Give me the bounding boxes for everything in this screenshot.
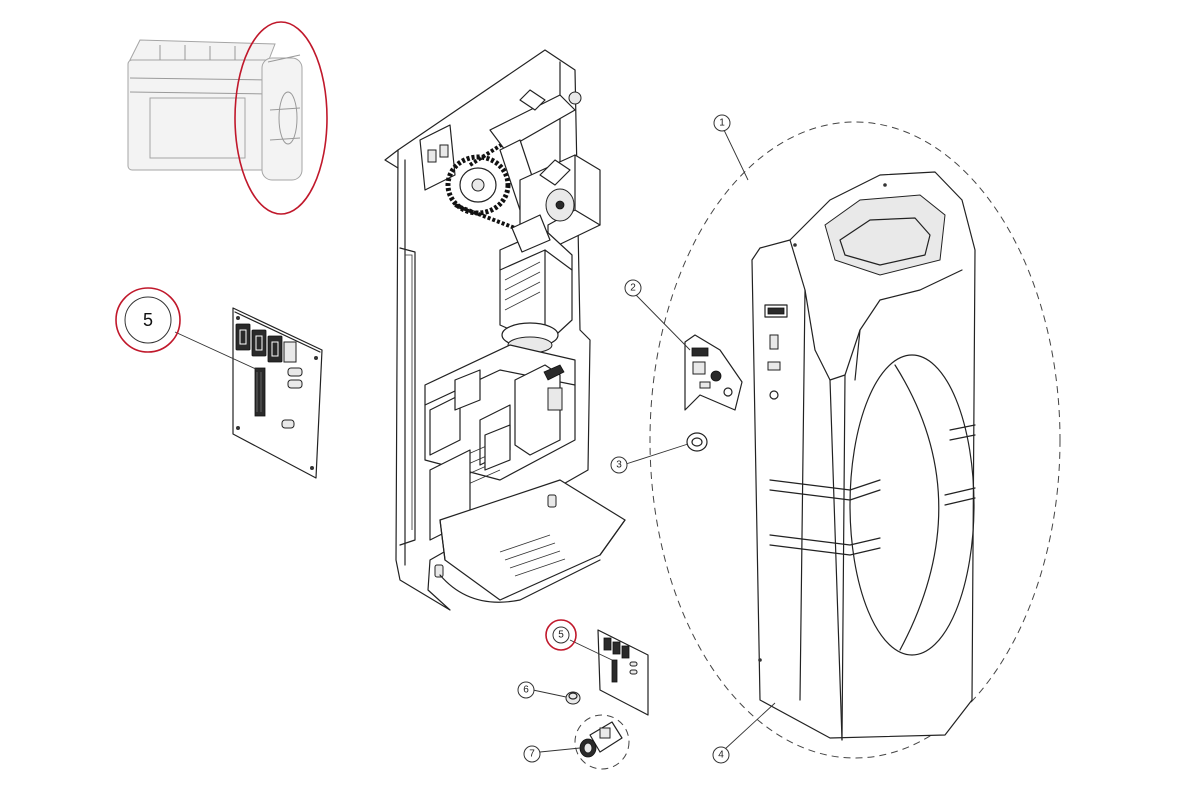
gate-thumbnail bbox=[127, 39, 303, 181]
callout-3-label: 3 bbox=[616, 460, 622, 471]
callout-6-label: 6 bbox=[523, 685, 529, 696]
callout-4: 4 bbox=[712, 746, 730, 764]
leader-6 bbox=[532, 689, 567, 698]
leader-4 bbox=[723, 702, 776, 751]
callout-7: 7 bbox=[523, 745, 541, 763]
display-board-large bbox=[232, 307, 323, 479]
callout-5-small-label: 5 bbox=[558, 630, 564, 641]
callout-1-label: 1 bbox=[719, 118, 725, 129]
chassis-assembly bbox=[384, 49, 626, 611]
callout-2-label: 2 bbox=[630, 283, 636, 294]
washer bbox=[686, 432, 708, 452]
cover-group-dashed-ellipse bbox=[649, 121, 1061, 759]
key-switch-panel bbox=[684, 334, 743, 411]
leader-3 bbox=[625, 443, 689, 465]
callout-1: 1 bbox=[713, 114, 731, 132]
callout-5-highlight bbox=[115, 287, 181, 353]
callout-6: 6 bbox=[517, 681, 535, 699]
cover-housing bbox=[751, 171, 976, 741]
callout-5-large-label: 5 bbox=[143, 310, 153, 330]
connector-dashed-circle bbox=[574, 714, 630, 770]
leader-5-small bbox=[569, 639, 613, 661]
callout-4-label: 4 bbox=[718, 750, 724, 761]
callout-3: 3 bbox=[610, 456, 628, 474]
leader-2 bbox=[635, 294, 691, 351]
thumbnail-highlight-circle bbox=[234, 21, 328, 215]
callout-2: 2 bbox=[624, 279, 642, 297]
connector bbox=[579, 721, 623, 758]
leader-7 bbox=[539, 747, 581, 753]
callout-5-large bbox=[124, 296, 172, 344]
callout-7-label: 7 bbox=[529, 749, 535, 760]
display-board-small bbox=[597, 629, 649, 716]
knob bbox=[565, 691, 581, 705]
callout-5-small: 5 bbox=[545, 619, 577, 651]
callout-5-small-highlight bbox=[545, 619, 577, 651]
leader-1 bbox=[723, 129, 749, 181]
